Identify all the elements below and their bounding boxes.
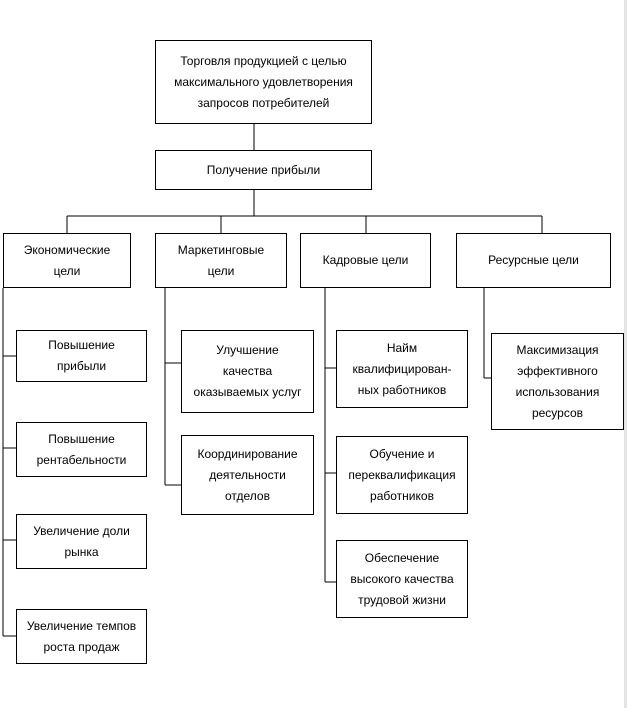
profit-goal-box: Получение прибыли xyxy=(155,150,372,190)
economic-goal-item: Повышение прибыли xyxy=(16,330,147,382)
root-goal-box: Торговля продукцией с целью максимальног… xyxy=(155,40,372,124)
page-edge xyxy=(624,0,627,708)
resource-goals-header: Ресурсные цели xyxy=(456,233,611,288)
marketing-goals-header: Маркетинговые цели xyxy=(155,233,287,288)
hr-goal-item: Обучение и переквалификация работников xyxy=(336,436,468,514)
hr-goal-item: Найм квалифицирован- ных работников xyxy=(336,330,468,408)
marketing-goal-item: Улучшение качества оказываемых услуг xyxy=(181,330,314,413)
economic-goal-item: Увеличение доли рынка xyxy=(16,514,147,569)
hr-goal-item: Обеспечение высокого качества трудовой ж… xyxy=(336,540,468,618)
economic-goals-header: Экономические цели xyxy=(3,233,131,288)
hr-goals-header: Кадровые цели xyxy=(300,233,431,288)
resource-goal-item: Максимизация эффективного использования … xyxy=(491,333,624,430)
economic-goal-item: Увеличение темпов роста продаж xyxy=(16,609,147,664)
marketing-goal-item: Координирование деятельности отделов xyxy=(181,435,314,515)
economic-goal-item: Повышение рентабельности xyxy=(16,422,147,477)
